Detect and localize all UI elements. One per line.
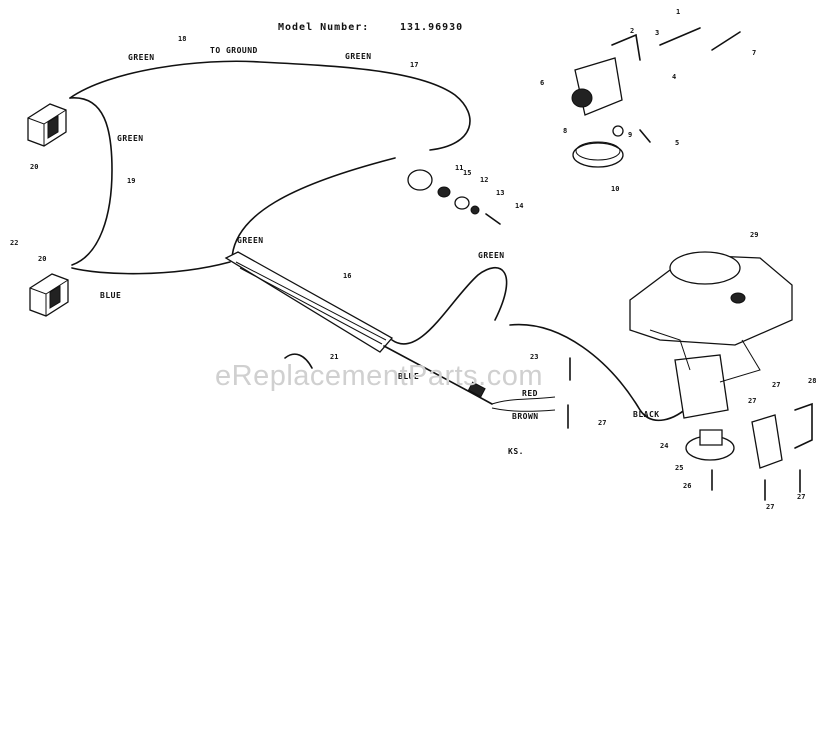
callout-22: 22 — [10, 239, 19, 247]
wire-label-green-mid: GREEN — [237, 236, 264, 245]
callout-27-c: 27 — [598, 419, 607, 427]
wire-green-top — [69, 60, 471, 151]
handle-bar — [224, 251, 394, 353]
switch-upper — [27, 103, 67, 147]
callout-13: 13 — [496, 189, 505, 197]
callout-29: 29 — [750, 231, 759, 239]
callout-26: 26 — [683, 482, 692, 490]
callout-27-a: 27 — [772, 381, 781, 389]
carburetor-assembly — [571, 27, 741, 168]
handle-shaft — [383, 345, 493, 405]
wire-green-mid — [231, 157, 396, 259]
wire-green-right — [391, 266, 508, 345]
callout-24: 24 — [660, 442, 669, 450]
wire-piece-21 — [284, 353, 313, 369]
handle-grip-texture — [235, 261, 387, 345]
callout-28: 28 — [808, 377, 817, 385]
wire-label-brown: BROWN — [512, 412, 539, 421]
wire-blue-left — [71, 261, 231, 275]
callout-3: 3 — [655, 29, 660, 37]
wire-label-blue-left: BLUE — [100, 291, 122, 300]
wire-brown — [491, 407, 556, 412]
callout-16: 16 — [343, 272, 352, 280]
callout-6: 6 — [540, 79, 545, 87]
callout-18: 18 — [178, 35, 187, 43]
watermark: eReplacementParts.com — [215, 360, 544, 392]
callout-11: 11 — [455, 164, 464, 172]
wire-label-blue-mid: BLUE — [398, 372, 420, 381]
callout-14: 14 — [515, 202, 524, 210]
callout-17: 17 — [410, 61, 419, 69]
callout-27-d: 27 — [766, 503, 775, 511]
callout-5: 5 — [675, 139, 680, 147]
model-number-value: 131.96930 — [400, 22, 464, 33]
model-number-label: Model Number: — [278, 22, 370, 33]
shaft-collar — [467, 381, 486, 398]
callout-2: 2 — [630, 27, 635, 35]
wire-label-green-top-left: GREEN — [128, 53, 155, 62]
wire-label-green-right: GREEN — [478, 251, 505, 260]
footer-code: KS. — [508, 447, 524, 456]
callout-4: 4 — [672, 73, 677, 81]
wire-green-left — [69, 97, 113, 266]
callout-23: 23 — [530, 353, 539, 361]
wire-label-green-top-right: GREEN — [345, 52, 372, 61]
callout-12: 12 — [480, 176, 489, 184]
callout-8: 8 — [563, 127, 568, 135]
wire-red — [491, 396, 556, 405]
callout-21: 21 — [330, 353, 339, 361]
wire-black — [509, 323, 691, 422]
callout-9: 9 — [628, 131, 633, 139]
switch-lower — [29, 273, 69, 317]
callout-27-e: 27 — [797, 493, 806, 501]
wire-label-red: RED — [522, 389, 538, 398]
callout-20-lower: 20 — [38, 255, 47, 263]
clutch-assembly — [685, 429, 735, 491]
bracket-assembly — [751, 402, 813, 501]
callout-15: 15 — [463, 169, 472, 177]
callout-25: 25 — [675, 464, 684, 472]
callout-20-upper: 20 — [30, 163, 39, 171]
connector-assembly — [407, 169, 501, 225]
engine-assembly — [629, 251, 793, 419]
wire-label-to-ground: TO GROUND — [210, 46, 258, 55]
callout-10: 10 — [611, 185, 620, 193]
callout-27-b: 27 — [748, 397, 757, 405]
wire-label-green-left: GREEN — [117, 134, 144, 143]
callout-7: 7 — [752, 49, 757, 57]
wire-label-black: BLACK — [633, 410, 660, 419]
callout-1: 1 — [676, 8, 681, 16]
callout-19: 19 — [127, 177, 136, 185]
